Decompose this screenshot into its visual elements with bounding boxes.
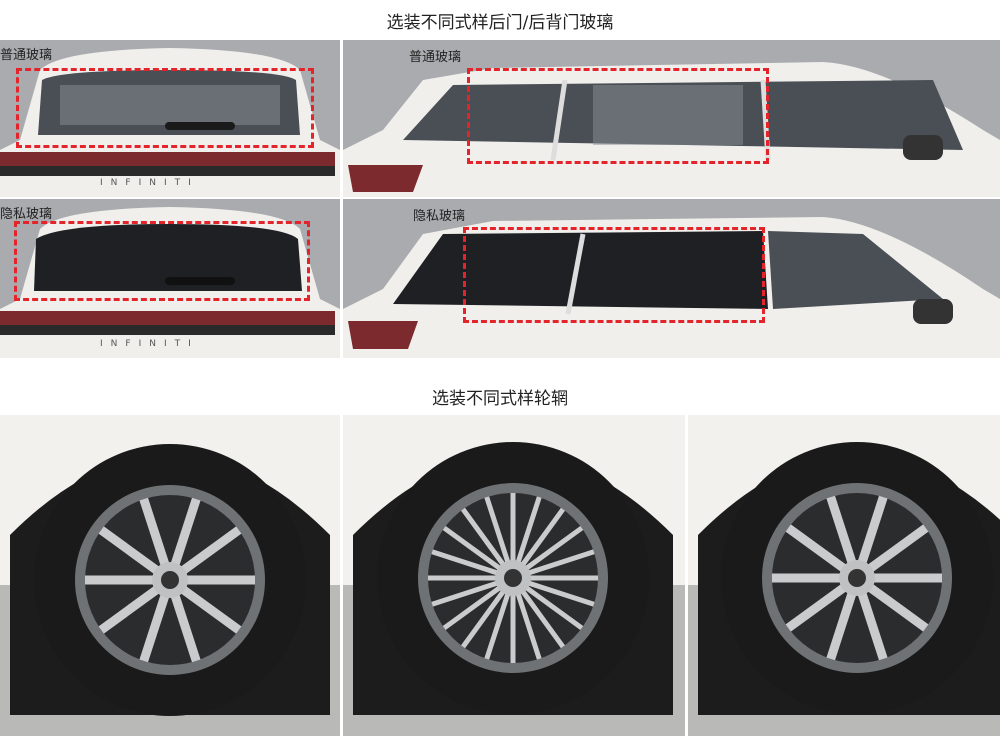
highlight-box: [463, 227, 765, 323]
brand-badge: INFINITI: [100, 339, 199, 349]
highlight-box: [467, 68, 769, 164]
photo-wheel-2: [343, 415, 685, 736]
photo-side-normal-glass: 普通玻璃: [343, 40, 1000, 197]
photo-wheel-3: [688, 415, 1000, 736]
label-normal-glass: 普通玻璃: [409, 50, 462, 65]
label-privacy-glass: 隐私玻璃: [413, 209, 466, 224]
label-privacy-glass: 隐私玻璃: [0, 207, 53, 222]
highlight-box: [14, 221, 310, 301]
photo-side-privacy-glass: 隐私玻璃: [343, 199, 1000, 358]
section-title-wheels: 选装不同式样轮辋: [432, 389, 568, 409]
brand-badge: INFINITI: [100, 178, 199, 188]
photo-rear-normal-glass: INFINITI 普通玻璃: [0, 40, 340, 197]
section-title-glass: 选装不同式样后门/后背门玻璃: [386, 13, 614, 33]
label-normal-glass: 普通玻璃: [0, 48, 53, 63]
photo-rear-privacy-glass: INFINITI 隐私玻璃: [0, 199, 340, 358]
photo-wheel-1: [0, 415, 340, 736]
highlight-box: [16, 68, 314, 148]
